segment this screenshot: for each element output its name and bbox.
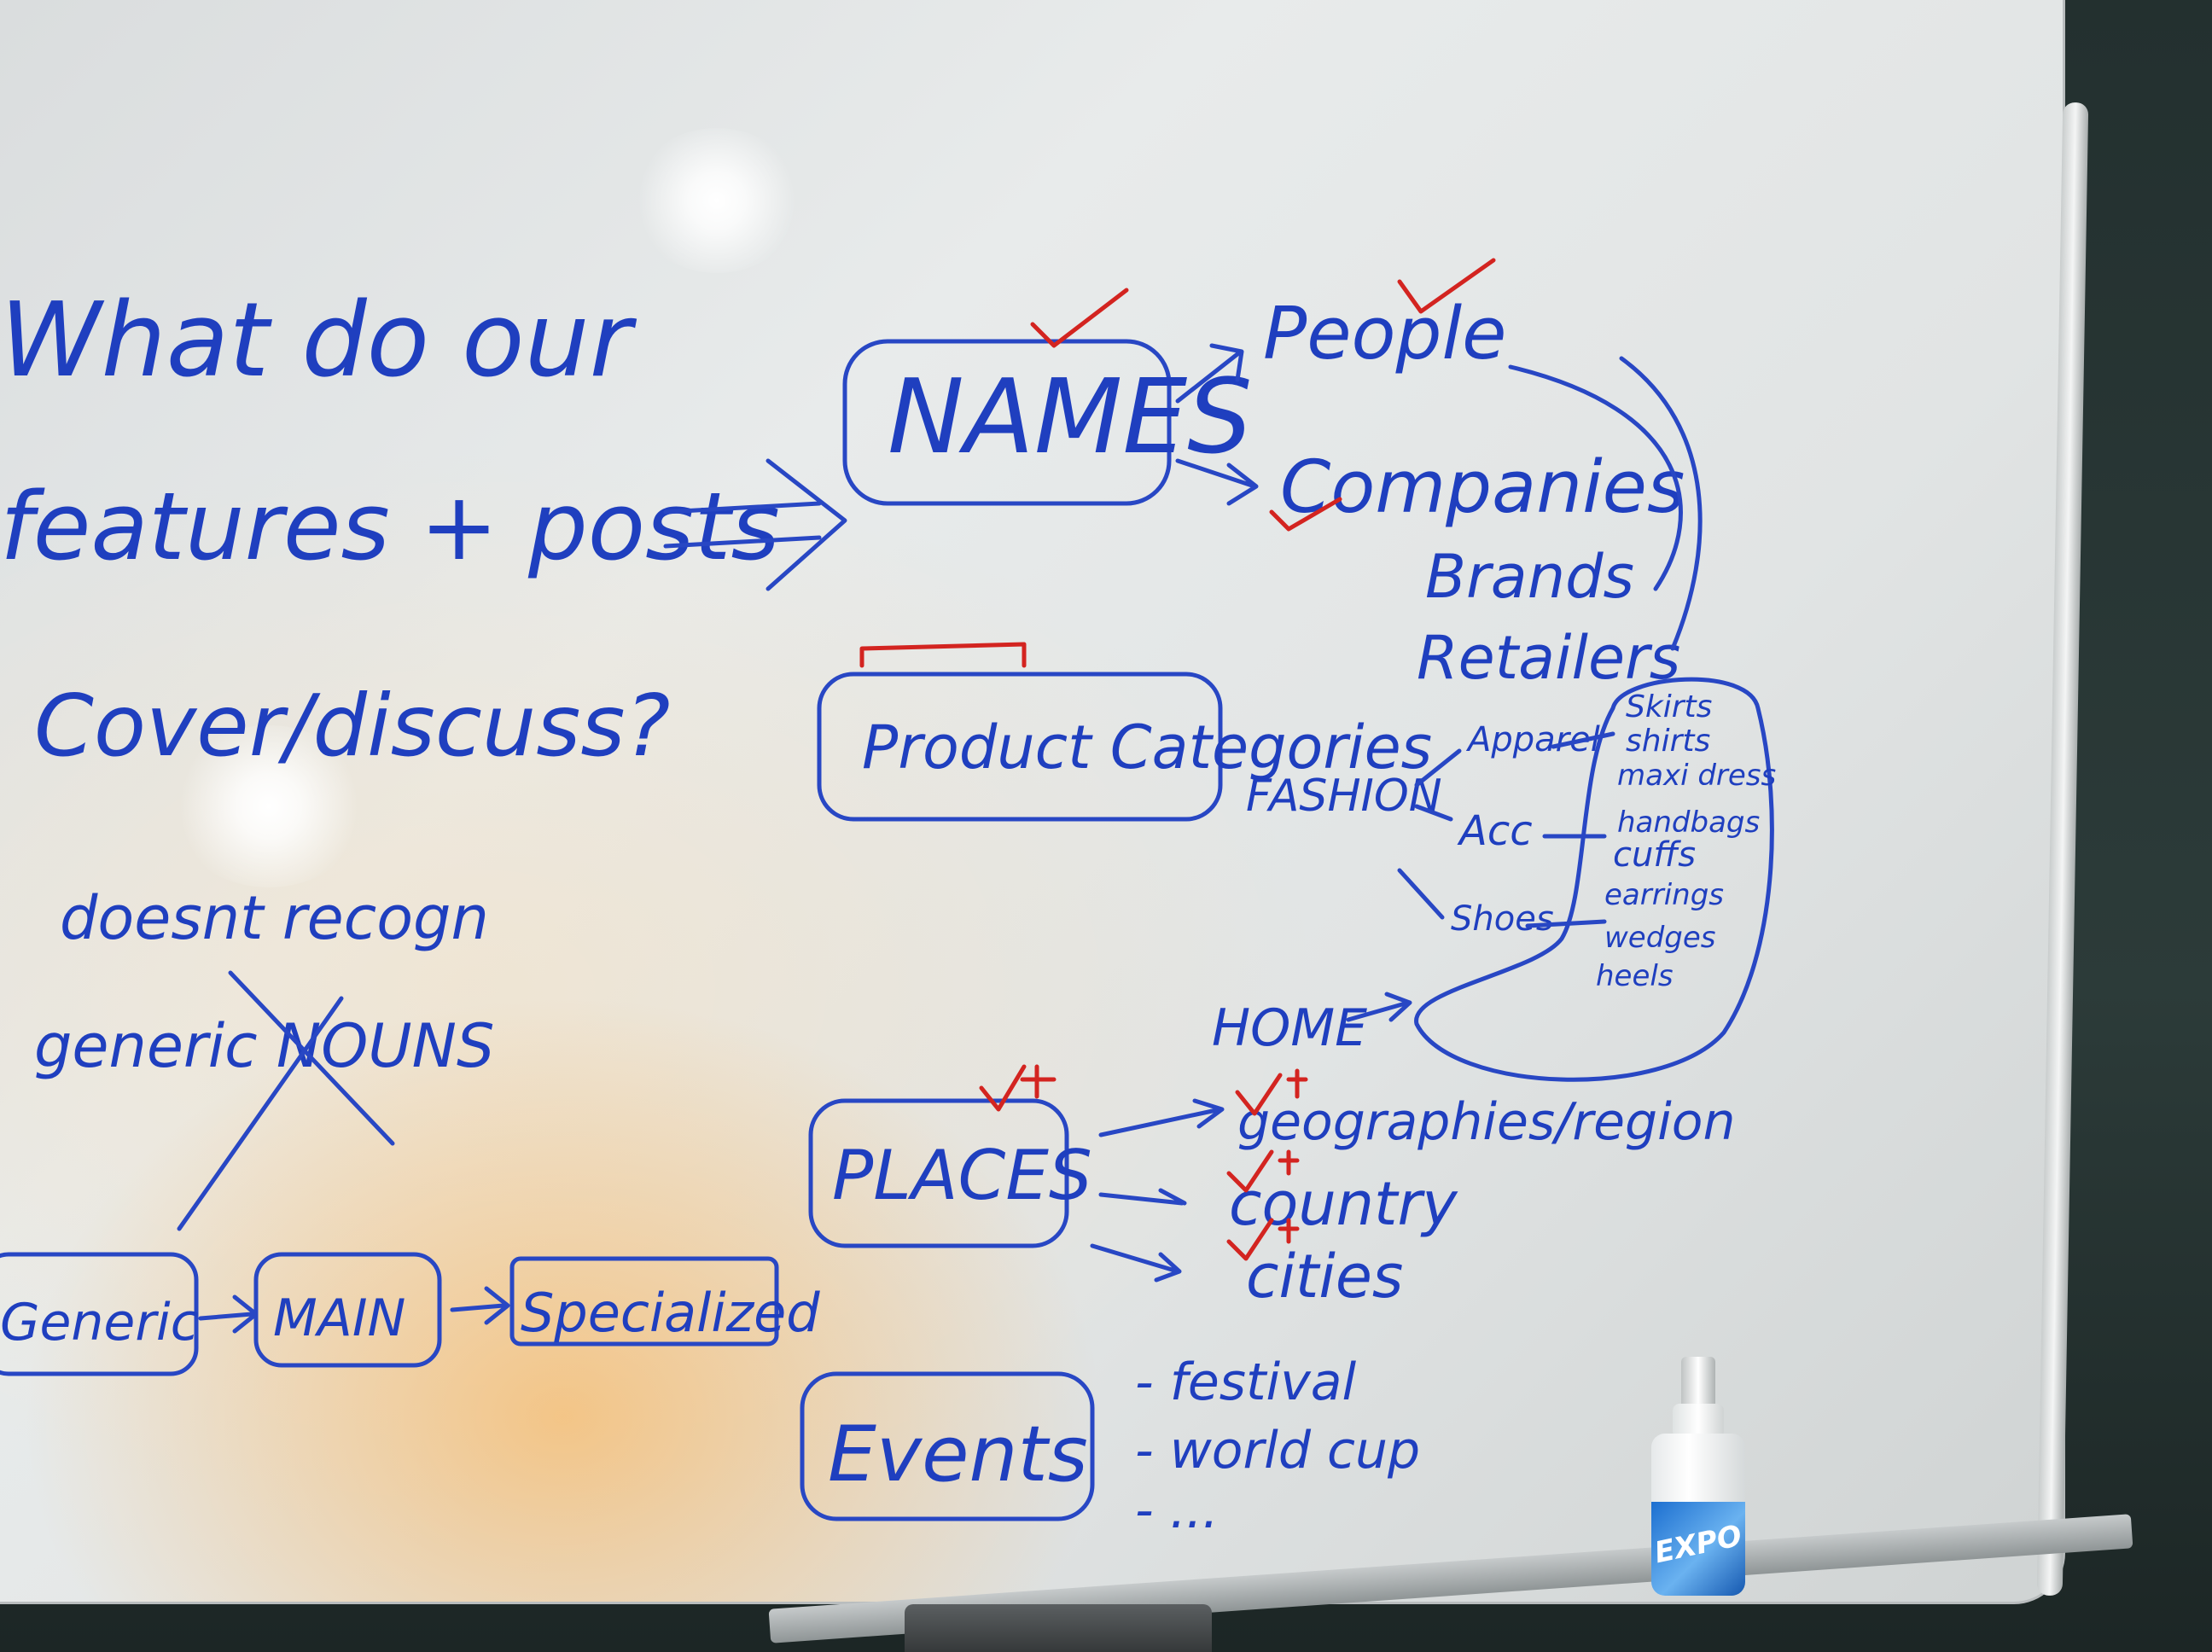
side-note-line-1: doesnt recogn — [60, 883, 489, 953]
eraser — [905, 1604, 1212, 1652]
places-label: PLACES — [832, 1136, 1092, 1215]
bottle-label: EXPO — [1651, 1502, 1745, 1596]
accessory-item: cuffs — [1613, 835, 1696, 875]
question-line-1: What do our — [0, 282, 637, 400]
loop-arrows — [1508, 356, 1703, 651]
events-label: Events — [828, 1410, 1088, 1499]
accessory-item: earrings — [1604, 878, 1724, 912]
retailers-label: Retailers — [1417, 623, 1680, 693]
places-arrows — [1090, 1098, 1225, 1283]
red-check-plus — [979, 1064, 1057, 1112]
cleaner-spray-bottle: EXPO — [1647, 1357, 1749, 1596]
flow-generic: Generic — [0, 1293, 199, 1352]
shoe-item: wedges — [1604, 921, 1716, 955]
places-box — [808, 1098, 1069, 1248]
main-box — [253, 1252, 442, 1368]
side-note-line-2: generic NOUNS — [34, 1011, 494, 1081]
flow-arrow — [450, 1286, 510, 1325]
apparel-item: maxi dress — [1617, 759, 1776, 793]
red-check — [1397, 258, 1496, 314]
double-arrow — [663, 458, 847, 591]
names-label: NAMES — [888, 358, 1252, 477]
product-categories-box — [817, 672, 1223, 822]
events-box — [800, 1371, 1095, 1521]
arrow-to-people — [1175, 343, 1244, 404]
brand-text: EXPO — [1651, 1518, 1745, 1571]
event-item: - ... — [1135, 1480, 1219, 1540]
country-label: country — [1229, 1169, 1458, 1239]
brands-label: Brands — [1425, 542, 1634, 612]
flow-main: MAIN — [273, 1288, 405, 1348]
shoe-item: heels — [1596, 959, 1674, 993]
fashion-label: FASHION — [1246, 771, 1442, 822]
red-check — [1269, 497, 1342, 532]
cross-out — [177, 970, 395, 1231]
apparel-item: Skirts — [1626, 689, 1712, 724]
spray-cap — [1681, 1357, 1715, 1408]
generic-box — [0, 1252, 199, 1376]
red-bracket — [859, 642, 1027, 668]
geographies-label: geographies/region — [1237, 1092, 1735, 1152]
red-checks — [1226, 1068, 1308, 1261]
accessories-label: Acc — [1457, 807, 1533, 855]
light-glare — [171, 725, 367, 887]
names-box — [842, 339, 1172, 506]
shoes-label: Shoes — [1451, 899, 1554, 939]
light-glare — [632, 128, 802, 273]
apparel-item: shirts — [1626, 724, 1710, 759]
question-line-3: Cover/discuss? — [34, 676, 671, 776]
event-item: - world cup — [1135, 1421, 1420, 1480]
fashion-branches — [1397, 731, 1615, 928]
arrow-to-companies — [1175, 458, 1259, 506]
flow-specialized: Specialized — [521, 1282, 820, 1344]
specialized-box — [509, 1256, 779, 1347]
arrow-home — [1346, 992, 1412, 1022]
event-item: - festival — [1135, 1352, 1356, 1412]
accessory-item: handbags — [1617, 806, 1760, 840]
people-label: People — [1263, 292, 1506, 376]
bottle-neck — [1673, 1404, 1724, 1438]
cities-label: cities — [1246, 1242, 1403, 1312]
flow-arrow — [198, 1294, 259, 1334]
product-categories-label: Product Categories — [862, 713, 1432, 782]
home-label: HOME — [1212, 998, 1367, 1058]
question-line-2: features + posts — [0, 472, 780, 581]
companies-label: Companies — [1280, 445, 1685, 530]
items-bubble — [1414, 677, 1774, 1082]
red-check — [1030, 288, 1129, 348]
